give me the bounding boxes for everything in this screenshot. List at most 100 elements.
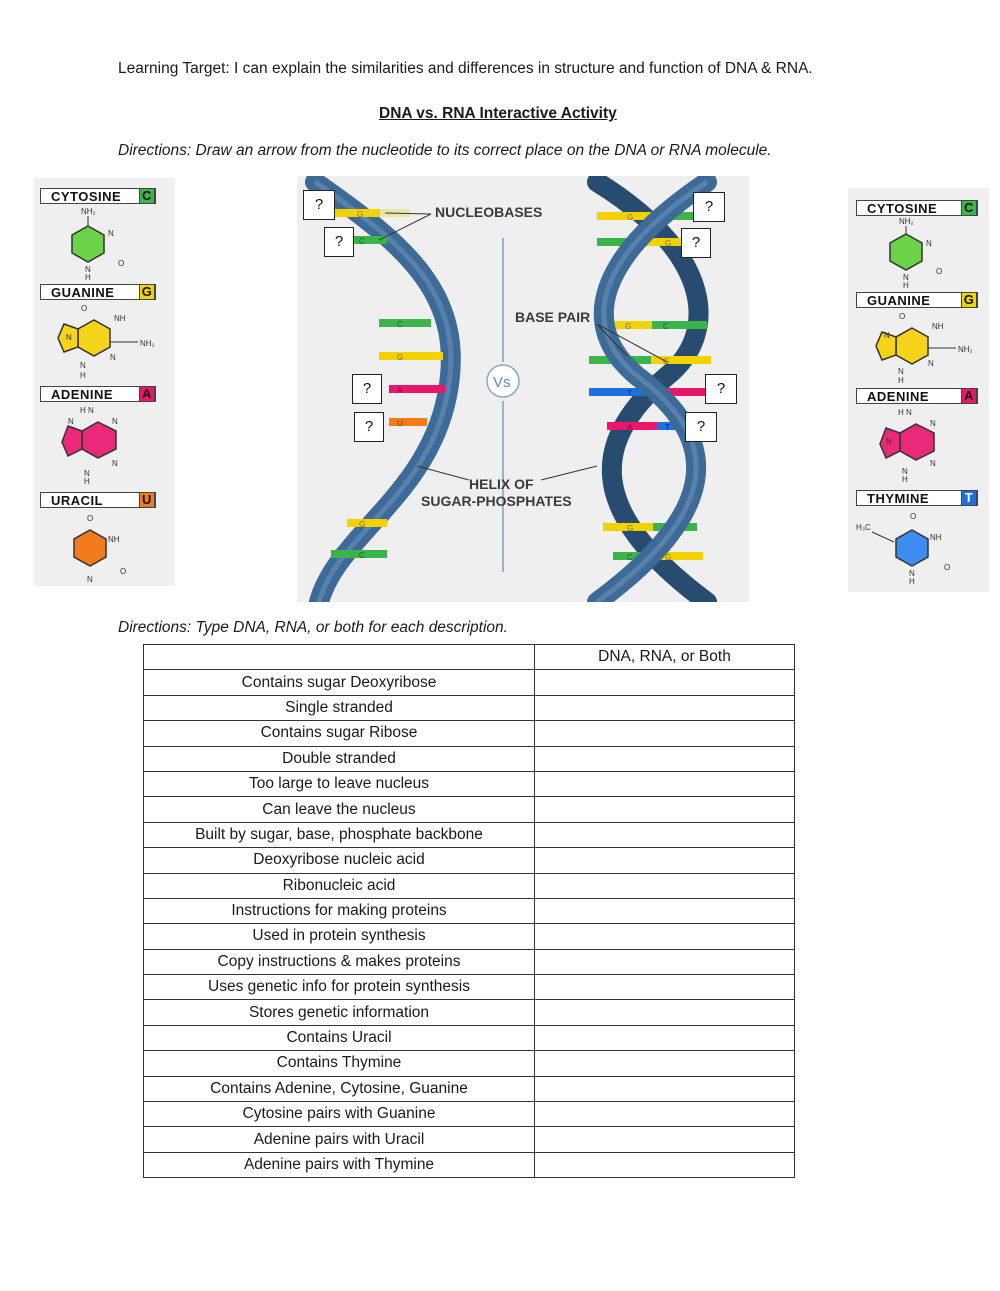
cytosine-molecule-icon[interactable]: NH₂ N N H O (54, 204, 154, 286)
answer-input-cell[interactable] (534, 1050, 795, 1077)
svg-text:T: T (665, 423, 670, 432)
svg-text:O: O (118, 259, 124, 268)
svg-text:G: G (397, 353, 403, 362)
drop-target-dna-1[interactable]: ? (693, 192, 725, 222)
answer-input-cell[interactable] (534, 872, 795, 899)
description-cell: Can leave the nucleus (143, 796, 535, 823)
key-tag-uracil[interactable]: URACIL U (40, 492, 156, 508)
letter-g: G (961, 292, 977, 308)
cytosine-molecule-icon[interactable]: NH₂ N N H O (872, 216, 972, 290)
svg-text:H₃C: H₃C (856, 523, 871, 532)
answer-input-cell[interactable] (534, 923, 795, 950)
svg-text:H: H (898, 376, 904, 385)
answer-input-cell[interactable] (534, 1024, 795, 1052)
drop-target-dna-3[interactable]: ? (705, 374, 737, 404)
table-row: Too large to leave nucleus (143, 770, 795, 798)
svg-text:O: O (936, 267, 942, 276)
table-row: Contains Adenine, Cytosine, Guanine (143, 1075, 795, 1103)
svg-text:N: N (903, 273, 909, 282)
directions-table: Directions: Type DNA, RNA, or both for e… (118, 619, 508, 636)
svg-text:N: N (884, 331, 890, 340)
nucleobases-label: NUCLEOBASES (435, 204, 543, 220)
answer-input-cell[interactable] (534, 745, 795, 772)
letter-c: C (139, 188, 155, 204)
adenine-molecule-icon[interactable]: H N N N N N H (54, 404, 164, 488)
drop-target-dna-4[interactable]: ? (685, 412, 717, 442)
rna-base-8: C (331, 550, 387, 560)
description-cell: Stores genetic information (143, 999, 535, 1026)
svg-text:N: N (108, 229, 114, 238)
svg-text:NH₂: NH₂ (140, 339, 155, 348)
key-tag-thymine[interactable]: THYMINE T (856, 490, 978, 506)
letter-a: A (139, 386, 155, 402)
description-cell: Contains sugar Deoxyribose (143, 669, 535, 696)
guanine-molecule-icon[interactable]: O NH NH₂ N N N H (54, 302, 164, 384)
table-row: Double stranded (143, 745, 795, 772)
left-nucleotide-key: CYTOSINE C NH₂ N N H O GUANINE G O NH NH… (34, 178, 175, 586)
answer-input-cell[interactable] (534, 847, 795, 874)
table-row: Contains Thymine (143, 1050, 795, 1077)
svg-text:N: N (66, 333, 72, 342)
table-row: Stores genetic information (143, 999, 795, 1026)
pointer-basepair-1 (596, 323, 628, 357)
svg-text:G: G (627, 524, 633, 533)
answer-input-cell[interactable] (534, 694, 795, 722)
table-header-row: DNA, RNA, or Both (143, 643, 795, 671)
key-tag-cytosine-dna[interactable]: CYTOSINE C (856, 200, 978, 216)
answer-input-cell[interactable] (534, 897, 795, 925)
answer-input-cell[interactable] (534, 974, 795, 1001)
pointer-nucleobases-1 (384, 212, 432, 215)
thymine-molecule-icon[interactable]: O H₃C NH O N H (854, 510, 984, 590)
svg-text:O: O (910, 512, 916, 521)
right-nucleotide-key: CYTOSINE C NH₂ N N H O GUANINE G O NH NH… (848, 188, 989, 592)
svg-text:N: N (898, 367, 904, 376)
svg-text:C: C (359, 237, 365, 246)
key-tag-adenine[interactable]: ADENINE A (40, 386, 156, 402)
svg-text:H: H (85, 273, 91, 282)
drop-target-dna-2[interactable]: ? (681, 228, 711, 258)
table-row: Adenine pairs with Thymine (143, 1151, 795, 1179)
answer-input-cell[interactable] (534, 669, 795, 696)
rna-base-6: U (389, 418, 427, 428)
rna-base-4: G (379, 352, 443, 362)
svg-text:N: N (902, 467, 908, 476)
table-row: Deoxyribose nucleic acid (143, 847, 795, 874)
answer-input-cell[interactable] (534, 1151, 795, 1179)
answer-input-cell[interactable] (534, 796, 795, 823)
table-row: Built by sugar, base, phosphate backbone (143, 821, 795, 849)
base-pair-label: BASE PAIR (515, 309, 591, 325)
uracil-molecule-icon[interactable]: O NH O N (54, 512, 164, 586)
table-row: Cytosine pairs with Guanine (143, 1101, 795, 1128)
svg-text:H: H (909, 577, 915, 586)
description-cell: Double stranded (143, 745, 535, 772)
answer-input-cell[interactable] (534, 821, 795, 849)
answer-input-cell[interactable] (534, 948, 795, 976)
adenine-molecule-icon[interactable]: H N N N N N H (872, 406, 982, 486)
answer-input-cell[interactable] (534, 1075, 795, 1103)
answer-input-cell[interactable] (534, 720, 795, 747)
description-cell: Ribonucleic acid (143, 872, 535, 899)
answer-input-cell[interactable] (534, 999, 795, 1026)
drop-target-rna-3[interactable]: ? (352, 374, 382, 404)
drop-target-rna-2[interactable]: ? (324, 227, 354, 257)
table-row: Single stranded (143, 694, 795, 722)
description-cell: Adenine pairs with Thymine (143, 1151, 535, 1179)
answer-input-cell[interactable] (534, 1126, 795, 1153)
drop-target-rna-4[interactable]: ? (354, 412, 384, 442)
answer-input-cell[interactable] (534, 1101, 795, 1128)
key-tag-cytosine[interactable]: CYTOSINE C (40, 188, 156, 204)
table-row: Instructions for making proteins (143, 897, 795, 925)
drop-target-rna-1[interactable]: ? (303, 190, 335, 220)
table-row: Contains Uracil (143, 1024, 795, 1052)
answer-input-cell[interactable] (534, 770, 795, 798)
svg-text:NH₂: NH₂ (81, 207, 96, 216)
guanine-molecule-icon[interactable]: O NH NH₂ N N N H (872, 310, 984, 390)
svg-text:NH: NH (932, 322, 944, 331)
table-row: Contains sugar Ribose (143, 720, 795, 747)
key-tag-guanine[interactable]: GUANINE G (40, 284, 156, 300)
rna-base-5: A (389, 385, 445, 395)
key-tag-guanine-dna[interactable]: GUANINE G (856, 292, 978, 308)
key-tag-adenine-dna[interactable]: ADENINE A (856, 388, 978, 404)
svg-text:N: N (84, 469, 90, 478)
